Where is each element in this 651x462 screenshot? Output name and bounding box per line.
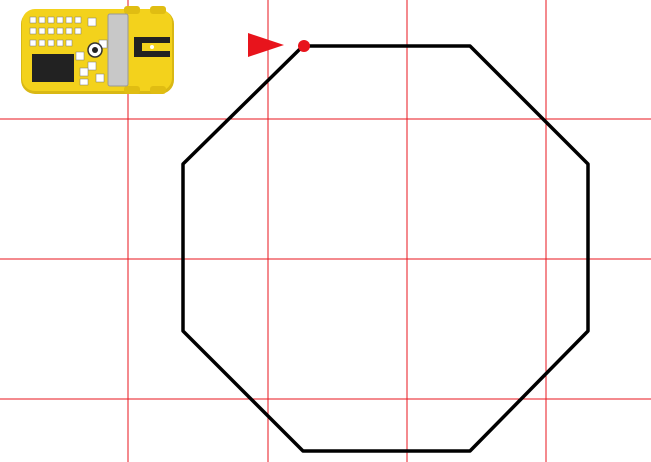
octagon-path [183,46,588,451]
bee-bot-robot-icon[interactable] [21,6,174,94]
start-flag-icon [248,33,284,57]
end-point-icon [298,40,310,52]
